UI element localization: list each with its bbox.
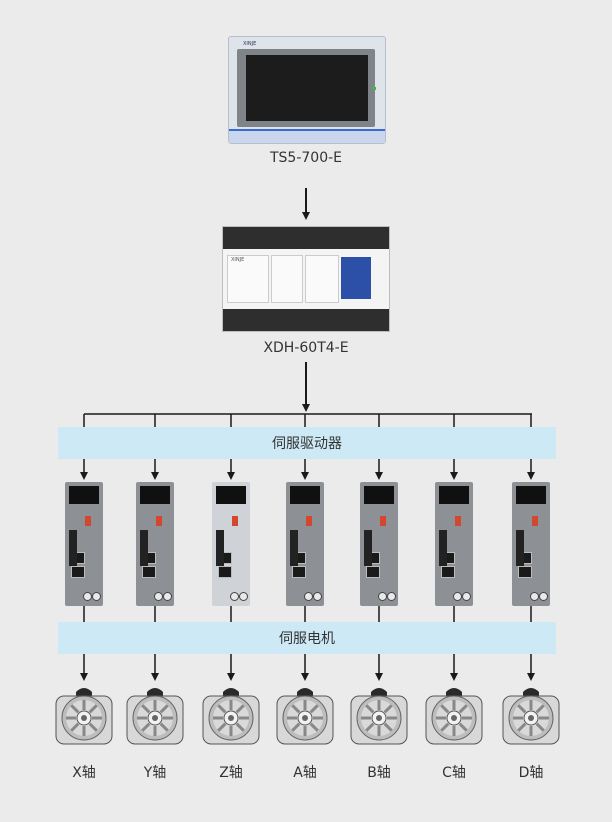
servo-motor: [55, 688, 113, 745]
drive-screw: [154, 592, 163, 601]
hmi-touchscreen: XINJE: [228, 36, 386, 144]
servo-motor: [350, 688, 408, 745]
axis-label: D轴: [518, 765, 544, 781]
drive-terminal: [69, 530, 77, 566]
plc-panel: [305, 255, 339, 303]
axis-label: Z轴: [219, 765, 243, 781]
drive-connector: [232, 516, 238, 526]
plc-bottom-terminals: [223, 309, 389, 331]
drive-display: [290, 486, 320, 504]
plc-panel: [227, 255, 269, 303]
servo-motor: [502, 688, 560, 745]
bus-drops: [80, 414, 535, 681]
servo-motor: [276, 688, 334, 745]
drive-screw: [539, 592, 548, 601]
servo-drive: [360, 482, 398, 606]
servo-motor: [202, 688, 260, 745]
drive-terminal: [439, 530, 447, 566]
servo-drive: [286, 482, 324, 606]
drive-connector: [455, 516, 461, 526]
drive-screw: [313, 592, 322, 601]
drive-port: [218, 566, 232, 578]
axis-label: Y轴: [143, 765, 167, 781]
axis-label: B轴: [367, 765, 391, 781]
servo-motor: [126, 688, 184, 745]
drive-screw: [530, 592, 539, 601]
drive-terminal: [216, 530, 224, 566]
plc-status-panel: [341, 257, 371, 299]
hmi-label: TS5-700-E: [269, 150, 343, 166]
drive-display: [69, 486, 99, 504]
drive-display: [140, 486, 170, 504]
axis-label: X轴: [72, 765, 96, 781]
drive-connector: [156, 516, 162, 526]
hmi-brand: XINJE: [243, 41, 257, 47]
drive-screw: [387, 592, 396, 601]
drive-terminal: [516, 530, 524, 566]
drive-screw: [239, 592, 248, 601]
plc-controller: XINJE: [222, 226, 390, 332]
drive-display: [516, 486, 546, 504]
plc-panel: [271, 255, 303, 303]
drive-display: [216, 486, 246, 504]
drive-screw: [453, 592, 462, 601]
drive-screw: [462, 592, 471, 601]
drive-screw: [304, 592, 313, 601]
servo-motor-band: 伺服电机: [58, 622, 556, 654]
drive-terminal: [140, 530, 148, 566]
drive-connector: [380, 516, 386, 526]
drive-screw: [163, 592, 172, 601]
axis-label: A轴: [293, 765, 317, 781]
drive-port: [366, 566, 380, 578]
servo-motor: [425, 688, 483, 745]
hmi-screen: [246, 55, 368, 121]
hmi-base: [229, 129, 385, 143]
servo-drive: [212, 482, 250, 606]
servo-drive-band: 伺服驱动器: [58, 427, 556, 459]
drive-terminal: [290, 530, 298, 566]
drive-port: [441, 566, 455, 578]
drive-port: [292, 566, 306, 578]
servo-drive: [136, 482, 174, 606]
hmi-led: [372, 87, 376, 90]
drive-display: [364, 486, 394, 504]
plc-top-terminals: [223, 227, 389, 249]
drive-display: [439, 486, 469, 504]
drive-connector: [532, 516, 538, 526]
drive-connector: [85, 516, 91, 526]
plc-brand: XINJE: [231, 257, 245, 263]
servo-drive: [512, 482, 550, 606]
drive-terminal: [364, 530, 372, 566]
drive-connector: [306, 516, 312, 526]
servo-drive: [65, 482, 103, 606]
drive-port: [142, 566, 156, 578]
drive-screw: [92, 592, 101, 601]
drive-port: [71, 566, 85, 578]
axis-label: C轴: [442, 765, 466, 781]
drive-port: [518, 566, 532, 578]
plc-label: XDH-60T4-E: [263, 340, 349, 356]
drive-screw: [378, 592, 387, 601]
drive-screw: [83, 592, 92, 601]
drive-screw: [230, 592, 239, 601]
servo-drive: [435, 482, 473, 606]
